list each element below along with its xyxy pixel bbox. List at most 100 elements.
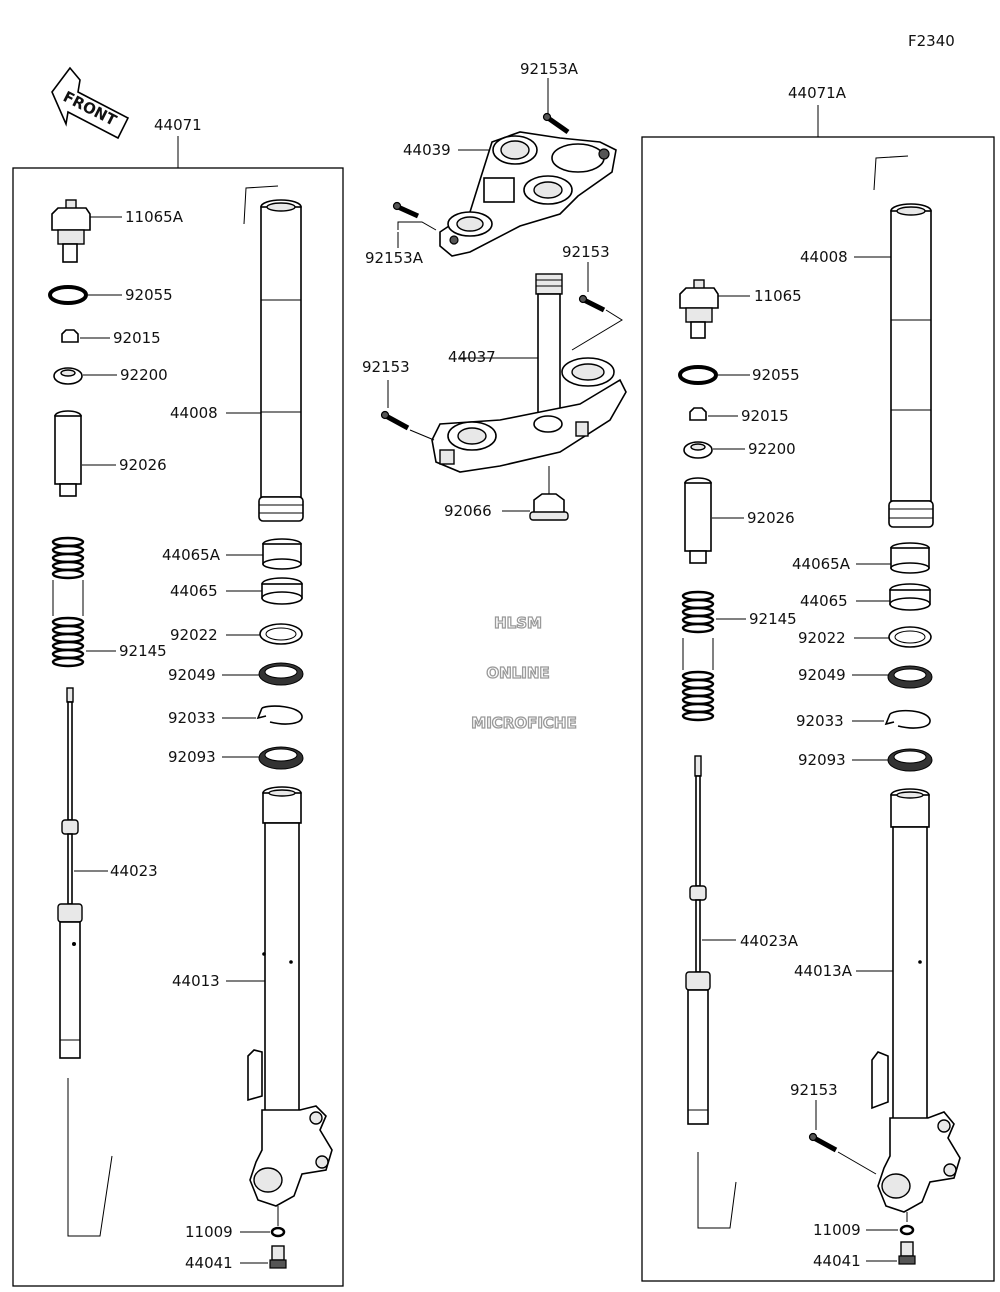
label-right-washer-2: 92022 [798,629,846,647]
right-washer-2 [888,626,932,648]
upper-bracket [439,131,617,257]
right-gasket [899,1212,915,1236]
label-left-bushing: 44065 [170,582,218,600]
right-spacer [684,477,712,564]
label-upper-bolt-top: 92153A [520,60,579,78]
left-bushing [261,577,303,605]
left-oil-seal [258,662,304,686]
label-left-clip: 92033 [168,709,216,727]
label-right-gasket: 11009 [813,1221,861,1239]
label-right-clip: 92033 [796,712,844,730]
label-right-oil-seal: 92049 [798,666,846,684]
label-left-spring: 92145 [119,642,167,660]
label-right-damper-rod: 44023A [740,932,799,950]
label-stem-bolt-left: 92153 [362,358,410,376]
right-bottom-bolt [898,1241,916,1265]
left-damper-rod [57,687,83,1059]
left-spacer [54,410,82,497]
right-nut [689,407,707,421]
label-left-bottom-bolt: 44041 [185,1254,233,1272]
stem-nut [529,466,569,521]
label-left-spacer: 92026 [119,456,167,474]
spring-coil [51,568,85,580]
left-washer [53,367,83,385]
label-right-lower-tube: 44013A [794,962,853,980]
left-oring [48,285,88,305]
label-left-gasket: 11009 [185,1223,233,1241]
label-right-washer: 92200 [748,440,796,458]
left-washer-2 [259,623,303,645]
right-upper-tube [873,155,934,528]
stem-bolt-left [380,410,410,431]
left-upper-tube [243,185,304,522]
right-cap [679,279,719,339]
right-spring [681,590,715,722]
right-lower-tube [871,788,961,1213]
left-assembly-number: 44071 [154,116,202,134]
watermark-line-3: MICROFICHE [471,714,576,732]
left-lower-tube [247,786,333,1207]
label-left-nut: 92015 [113,329,161,347]
left-gasket [270,1206,286,1238]
right-bushing [889,583,931,611]
left-cap [51,199,91,263]
label-left-washer: 92200 [120,366,168,384]
label-left-washer-2: 92022 [170,626,218,644]
left-routing-line [67,1078,113,1237]
front-arrow-icon: FRONT [51,66,130,140]
right-damper-rod [685,755,711,1125]
label-right-cap: 11065 [754,287,802,305]
label-upper-bracket: 44039 [403,141,451,159]
label-right-caliper-bolt: 92153 [790,1081,838,1099]
label-steering-stem: 44037 [448,348,496,366]
label-left-damper-rod: 44023 [110,862,158,880]
steering-stem [535,273,563,425]
left-bushing-a [262,538,302,570]
label-right-upper-tube: 44008 [800,248,848,266]
label-right-oring: 92055 [752,366,800,384]
label-stem-bolt-right: 92153 [562,243,610,261]
label-left-lower-tube: 44013 [172,972,220,990]
left-dust-seal [258,746,304,770]
label-right-bushing-a: 44065A [792,555,851,573]
label-upper-bolt-side: 92153A [365,249,424,267]
left-assembly-frame: 44071 [12,116,344,1287]
label-right-dust-seal: 92093 [798,751,846,769]
sheet-code: F2340 [908,32,955,50]
left-nut [61,329,79,343]
watermark-line-1: HLSM [494,614,542,632]
label-right-nut: 92015 [741,407,789,425]
label-left-cap: 11065A [125,208,184,226]
left-clip [256,705,303,725]
label-stem-nut: 92066 [444,502,492,520]
label-right-bushing: 44065 [800,592,848,610]
stem-bolt-right [578,294,606,313]
spring-coil [51,656,85,668]
right-caliper-bolt [808,1132,838,1153]
right-bushing-a [890,542,930,574]
right-washer [683,441,713,459]
spring-coil [681,622,715,634]
left-spring [51,536,85,668]
right-oil-seal [887,665,933,689]
right-assembly-number: 44071A [788,84,847,102]
watermark: HLSM ONLINE MICROFICHE [471,613,578,732]
spring-coil [681,710,715,722]
right-clip [884,709,931,729]
label-right-bottom-bolt: 44041 [813,1252,861,1270]
left-bottom-bolt [269,1245,287,1269]
watermark-line-2: ONLINE [486,664,549,682]
right-routing-line [697,1152,737,1229]
label-left-dust-seal: 92093 [168,748,216,766]
right-dust-seal [887,748,933,772]
label-left-oring: 92055 [125,286,173,304]
right-oring [678,365,718,385]
lower-bracket [431,357,627,473]
label-left-upper-tube: 44008 [170,404,218,422]
label-right-spring: 92145 [749,610,797,628]
label-left-bushing-a: 44065A [162,546,221,564]
upper-bolt-top [542,112,570,135]
upper-bolt-side [392,201,420,219]
label-left-oil-seal: 92049 [168,666,216,684]
